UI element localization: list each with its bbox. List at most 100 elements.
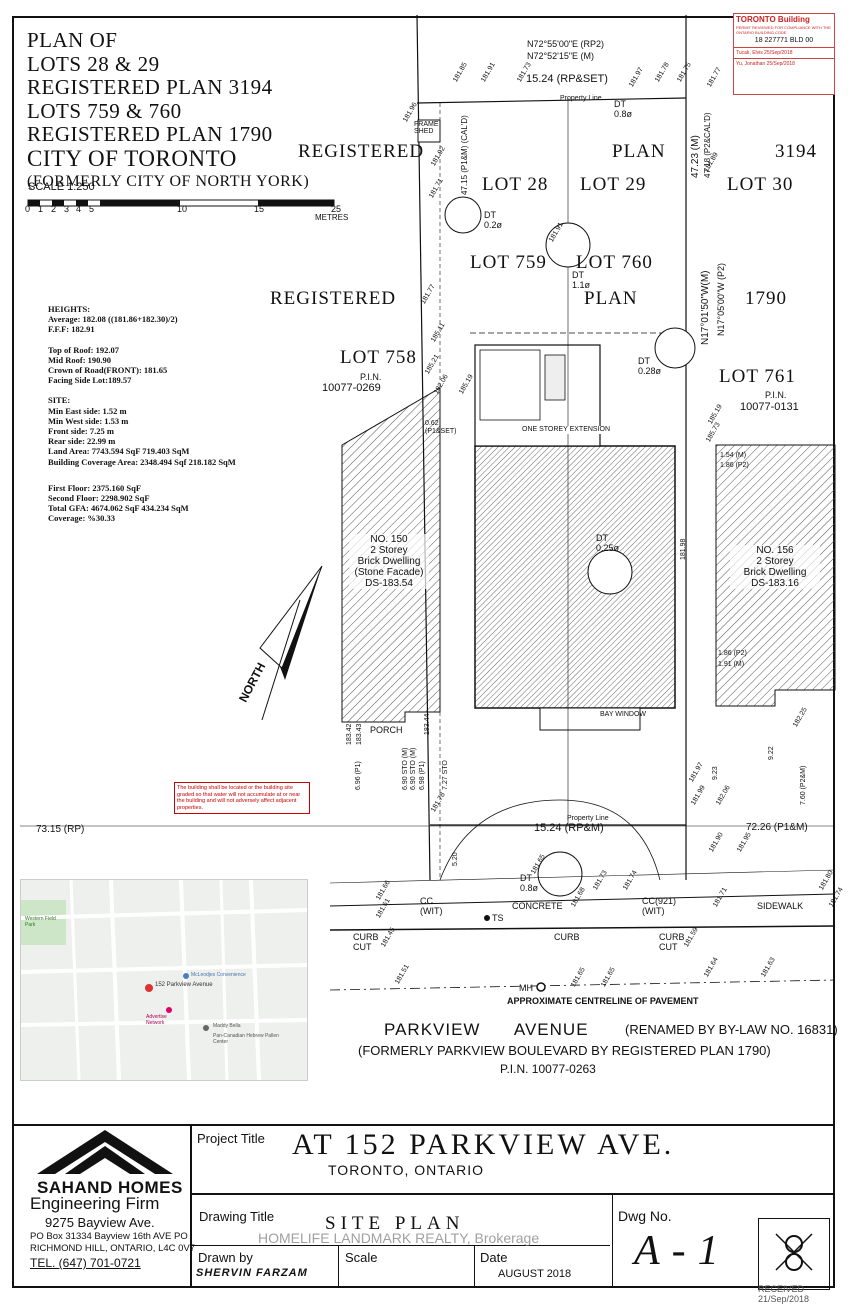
label-registered-mid: REGISTERED <box>270 288 397 309</box>
map-place: 152 Parkview Avenue <box>155 982 213 988</box>
label-lot-758: LOT 758 <box>340 347 417 368</box>
note-line: Land Area: 7743.594 SqF 719.403 SqM <box>48 446 190 457</box>
company-address: RICHMOND HILL, ONTARIO, L4C 0V7 <box>30 1243 196 1254</box>
dim-left: 73.15 (RP) <box>36 824 85 835</box>
scale-label: SCALE 1:250 <box>28 181 95 193</box>
pin-758: P.I.N. <box>360 372 382 382</box>
scale-bar <box>27 199 335 207</box>
label-lot-28: LOT 28 <box>482 174 549 195</box>
scale-tick: 3 <box>64 204 70 214</box>
title-block <box>12 1124 835 1290</box>
concrete-label: CONCRETE <box>512 901 563 911</box>
grading-note: The building shall be located or the bui… <box>174 782 310 814</box>
project-title: AT 152 PARKVIEW AVE. <box>292 1128 675 1161</box>
tree-dt-028: DT 0.28ø <box>638 356 662 376</box>
dim-760: 7.60 (P2&M) <box>800 765 807 805</box>
scale-tick: 25 <box>331 204 342 214</box>
scale-tick: 5 <box>89 204 95 214</box>
dim-sto: 6.90 STO (M) <box>402 747 409 790</box>
cc-wit-left: CC (WIT) <box>420 896 443 916</box>
centreline-label: APPROXIMATE CENTRELINE OF PAVEMENT <box>507 996 699 1006</box>
company-name-2: Engineering Firm <box>30 1194 160 1213</box>
scale-tick: 0 <box>25 204 31 214</box>
stamp-row: Tucak, Elvis 25/Sep/2018 <box>734 47 834 58</box>
sidewalk-label: SIDEWALK <box>757 901 804 911</box>
bearing-right-m: N17°01'50"W(M) <box>700 270 711 345</box>
dim-186: 1.86 (P2) <box>720 462 749 469</box>
title-divider <box>612 1195 613 1288</box>
cc-wit-right: CC(921) (WIT) <box>642 896 677 916</box>
watermark: HOMELIFE LANDMARK REALTY, Brokerage <box>258 1230 540 1246</box>
house-label-line: NO. 150 <box>370 534 408 545</box>
dim-4715: 47.15 (P1&M) (CAL'D) <box>460 115 469 195</box>
company-logo <box>37 1130 173 1174</box>
building-permit-stamp: TORONTO Building PERMIT REVIEWED FOR COM… <box>733 13 835 95</box>
plan-title-line: LOTS 28 & 29 <box>27 51 160 76</box>
dim-923: 9.23 <box>712 766 719 780</box>
company-address: PO Box 31334 Bayview 16th AVE PO <box>30 1231 188 1242</box>
frame-shed-label: FRAME SHED <box>414 121 439 135</box>
street-formerly: (FORMERLY PARKVIEW BOULEVARD BY REGISTER… <box>358 1043 771 1058</box>
scale-tick: 10 <box>177 204 188 214</box>
heights-notes: HEIGHTS: Average: 182.08 ((181.86+182.30… <box>48 304 236 524</box>
title-divider <box>190 1124 192 1288</box>
note-heading: SITE: <box>48 395 71 406</box>
mh-label: MH <box>519 983 533 993</box>
received-stamp: RECEIVED 21/Sep/2018 <box>758 1284 810 1304</box>
plan-title-line: PLAN OF <box>27 28 118 52</box>
property-line-top: Property Line <box>560 95 602 102</box>
map-poi: Advertise Network <box>146 1014 167 1026</box>
plan-title-line: REGISTERED PLAN 3194 <box>27 75 273 99</box>
plan-title-line: CITY OF TORONTO <box>27 145 237 171</box>
bearing-top-rp2: N72°55'00"E (RP2) <box>527 39 605 49</box>
bearing-top-m: N72°52'15"E (M) <box>527 51 595 61</box>
dwg-no-label: Dwg No. <box>618 1208 672 1224</box>
tree-dt-02: DT 0.2ø <box>484 210 503 230</box>
plan-title-line: REGISTERED PLAN 1790 <box>27 122 273 146</box>
house-150-label: NO. 150 2 Storey Brick Dwelling (Stone F… <box>349 534 429 589</box>
dwg-number: A-1 <box>634 1228 731 1274</box>
dim-front: 15.24 (RP&M) <box>534 822 604 834</box>
stamp-text: PERMIT REVIEWED FOR COMPLIANCE WITH THE … <box>736 25 831 35</box>
tree-dt-025: DT 0.25ø <box>596 533 620 553</box>
plan-title-line: LOTS 759 & 760 <box>27 98 182 123</box>
dim-062: 0.62 (P1&SET) <box>425 420 457 435</box>
street-renamed: (RENAMED BY BY-LAW NO. 16831) <box>625 1022 838 1037</box>
dim-186b: 1.86 (P2) <box>718 650 747 657</box>
house-label-line: Brick Dwelling <box>743 567 807 578</box>
dim-520: 5.20 <box>452 852 459 866</box>
title-divider <box>338 1245 339 1288</box>
dim-922: 9.22 <box>768 746 775 760</box>
scale-field-label: Scale <box>345 1250 378 1265</box>
note-line: Min West side: 1.53 m <box>48 415 129 426</box>
date-label: Date <box>480 1250 508 1265</box>
dim-sto: 6.90 STO (M) <box>410 747 417 790</box>
location-map: 152 Parkview Avenue McLeodjes Convenienc… <box>20 879 308 1081</box>
note-line: F.F.F: 182.91 <box>48 324 95 335</box>
elev: 183.43 <box>356 723 363 745</box>
pin-761: P.I.N. <box>765 390 787 400</box>
street-name: PARKVIEW AVENUE <box>384 1020 589 1039</box>
label-plan: PLAN <box>612 141 666 162</box>
project-subtitle: TORONTO, ONTARIO <box>328 1162 485 1178</box>
dim-sto: 6.96 (P1) <box>355 761 362 790</box>
company-phone: TEL. (647) 701-0721 <box>30 1256 141 1270</box>
note-line: Rear side: 22.99 m <box>48 436 116 447</box>
curb-cut-right: CURB CUT <box>659 932 685 952</box>
note-line: Min East side: 1.52 m <box>48 405 127 416</box>
house-label-line: NO. 156 <box>756 545 794 556</box>
label-lot-29: LOT 29 <box>580 174 647 195</box>
note-line: Second Floor: 2298.902 SqF <box>48 493 150 504</box>
property-line-front: Property Line <box>567 815 609 822</box>
map-park: Western Field Park <box>25 916 56 928</box>
dim-191: 1.91 (M) <box>718 661 745 668</box>
note-line: Total GFA: 4674.062 SqF 434.234 SqM <box>48 503 189 514</box>
scale-ticks: 0 1 2 3 4 5 10 15 25 <box>25 204 345 216</box>
scale-unit: METRES <box>315 213 349 222</box>
note-line: Crown of Road(FRONT): 181.65 <box>48 365 168 376</box>
dim-top: 15.24 (RP&SET) <box>526 73 608 85</box>
street-pin: P.I.N. 10077-0263 <box>500 1062 596 1076</box>
house-label-line: DS-183.54 <box>365 578 413 589</box>
note-line: Average: 182.08 ((181.86+182.30)/2) <box>48 314 178 325</box>
dim-sto: 7.27 STO <box>442 760 449 790</box>
